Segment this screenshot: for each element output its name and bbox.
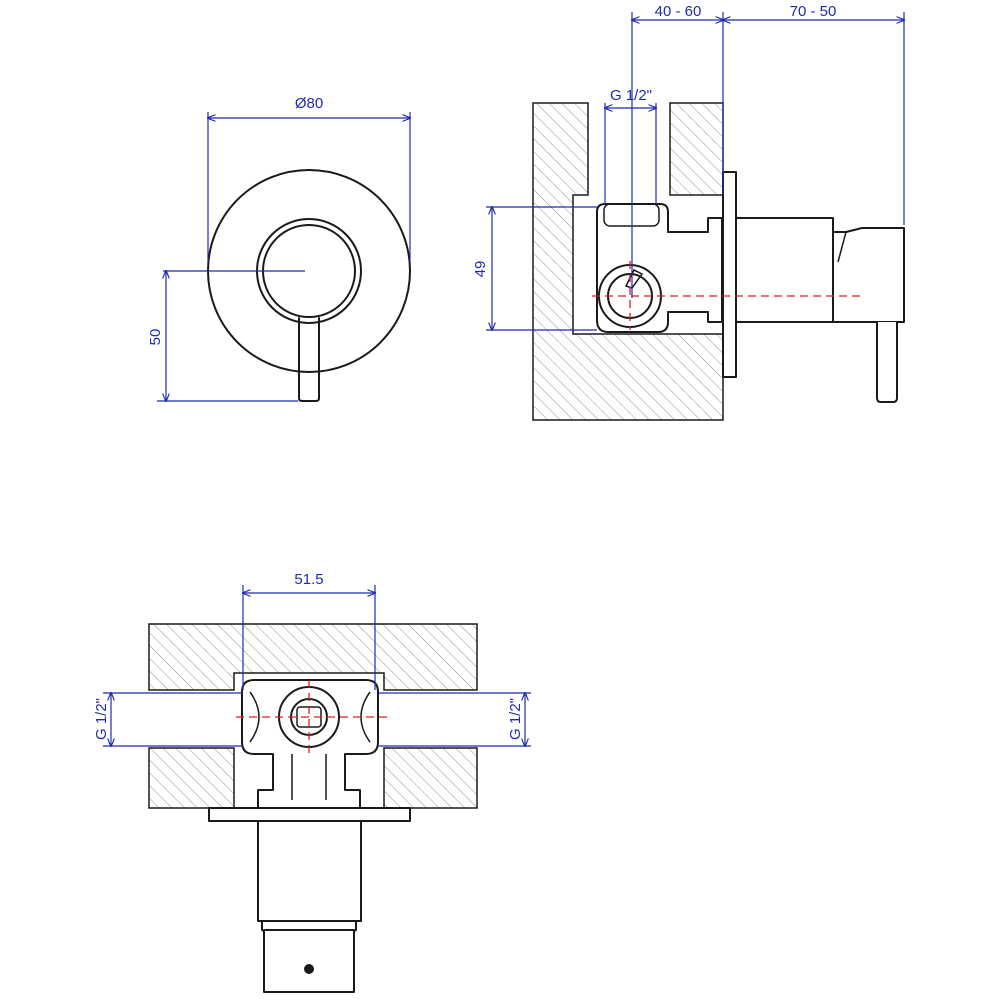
wall-section-left: [532, 102, 724, 421]
side-thread-label: G 1/2": [610, 87, 652, 104]
side-height-dimension: 49: [472, 207, 597, 330]
diameter-dimension: Ø80: [208, 95, 410, 262]
plan-left-thread-label: G 1/2": [93, 698, 110, 740]
plan-view: 51.5 G 1/2" G 1/2": [93, 571, 531, 993]
diameter-label: Ø80: [295, 95, 323, 112]
plan-left-thread-dimension: G 1/2": [93, 693, 243, 746]
side-thread-dimension: G 1/2": [605, 87, 656, 204]
front-view: Ø80 50: [147, 95, 411, 402]
projection-label: 70 - 50: [790, 3, 837, 20]
plan-handle-cap: [263, 929, 355, 993]
plan-left-port: [249, 691, 260, 743]
lever-handle: [298, 317, 320, 402]
side-height-label: 49: [472, 261, 489, 278]
cartridge-body: [735, 217, 834, 323]
side-view: 40 - 60 70 - 50 G 1/2" 49: [472, 3, 905, 421]
plan-wall-bottom-right: [383, 747, 478, 809]
plan-right-thread-dimension: G 1/2": [378, 693, 531, 746]
lever-height-dimension: 50: [147, 271, 298, 401]
plan-cover-plate: [208, 807, 411, 822]
lever-height-label: 50: [147, 329, 164, 346]
depth-range-label: 40 - 60: [655, 3, 702, 20]
depth-range-dimension: 40 - 60: [632, 3, 723, 298]
plan-wall-bottom: [148, 747, 235, 809]
plan-wall-top: [148, 623, 478, 691]
side-cover-plate: [722, 171, 737, 378]
plan-valve-body: [241, 679, 379, 809]
valve-body: [596, 203, 723, 333]
plan-width-label: 51.5: [294, 571, 323, 588]
wall-section-right: [669, 102, 724, 196]
projection-dimension: 70 - 50: [723, 3, 904, 225]
plan-right-thread-label: G 1/2": [507, 698, 524, 740]
plan-cartridge: [257, 820, 362, 922]
side-lever: [876, 321, 898, 403]
plan-lever-dot: [304, 964, 314, 974]
plan-width-dimension: 51.5: [243, 571, 375, 690]
